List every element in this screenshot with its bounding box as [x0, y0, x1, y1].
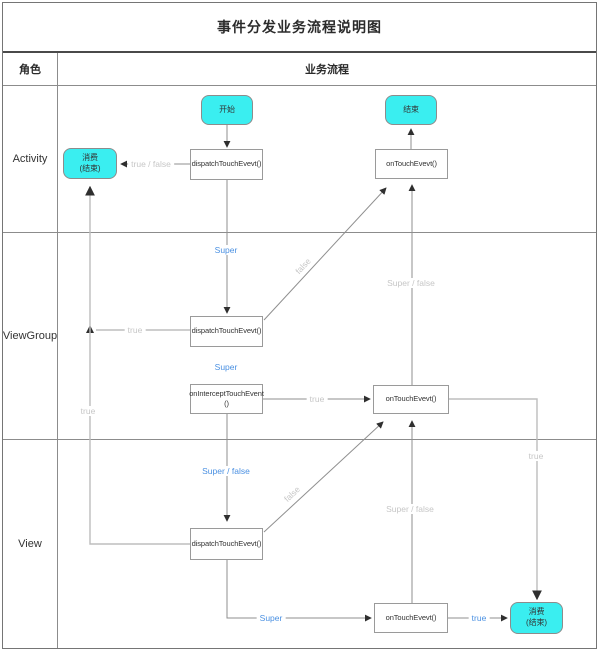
node-activity-dispatch-touch-event: dispatchTouchEvevt(): [190, 149, 263, 180]
header-row: 角色 业务流程: [3, 53, 596, 86]
lane-view-label-cell: View: [3, 440, 58, 648]
lane-view-label: View: [18, 538, 42, 550]
edge-label-super-false-view: Super / false: [199, 466, 253, 476]
node-end: 结束: [385, 95, 437, 125]
edge-label-super-false-ontouch: Super / false: [383, 504, 437, 514]
edge-label-super-activity: Super: [211, 245, 241, 255]
flow-header-label: 业务流程: [305, 64, 349, 76]
flow-header-cell: 业务流程: [58, 53, 596, 85]
node-consume-activity: 消费 (结束): [63, 148, 117, 179]
swimlane-table: 事件分发业务流程说明图 角色 业务流程 Activity ViewGroup V…: [2, 2, 597, 649]
lane-activity-label: Activity: [12, 153, 48, 165]
node-view-on-touch-event: onTouchEvevt(): [374, 603, 448, 633]
node-view-dispatch-touch-event: dispatchTouchEvevt(): [190, 528, 263, 560]
lane-viewgroup-body: [58, 233, 596, 439]
node-activity-on-touch-event: onTouchEvevt(): [375, 149, 448, 179]
edge-label-true-left-rail: true: [77, 406, 99, 416]
node-viewgroup-intercept-touch-event: onInterceptTouchEvent (): [189, 384, 264, 414]
lane-activity-label-cell: Activity: [3, 86, 58, 232]
edge-label-super-false-viewgroup: Super / false: [384, 278, 438, 288]
edge-label-super-viewgroup: Super: [211, 362, 241, 372]
edge-label-true-false: true / false: [128, 159, 174, 169]
edge-label-true-right-rail: true: [525, 451, 547, 461]
lane-view: View: [3, 440, 596, 648]
role-header-cell: 角色: [3, 53, 58, 85]
edge-label-true-viewgroup: true: [124, 325, 146, 335]
page-title: 事件分发业务流程说明图: [217, 19, 382, 35]
lane-viewgroup-label-cell: ViewGroup: [3, 233, 58, 439]
title-row: 事件分发业务流程说明图: [3, 3, 596, 53]
edge-label-true-view: true: [468, 613, 490, 623]
node-start: 开始: [201, 95, 253, 125]
node-viewgroup-dispatch-touch-event: dispatchTouchEvevt(): [190, 316, 263, 347]
node-viewgroup-on-touch-event: onTouchEvevt(): [373, 385, 449, 414]
edge-label-super-view: Super: [256, 613, 286, 623]
edge-label-true-intercept: true: [306, 394, 328, 404]
lane-viewgroup-label: ViewGroup: [2, 330, 58, 342]
node-consume-view: 消费 (结束): [510, 602, 563, 634]
role-header-label: 角色: [19, 64, 41, 76]
